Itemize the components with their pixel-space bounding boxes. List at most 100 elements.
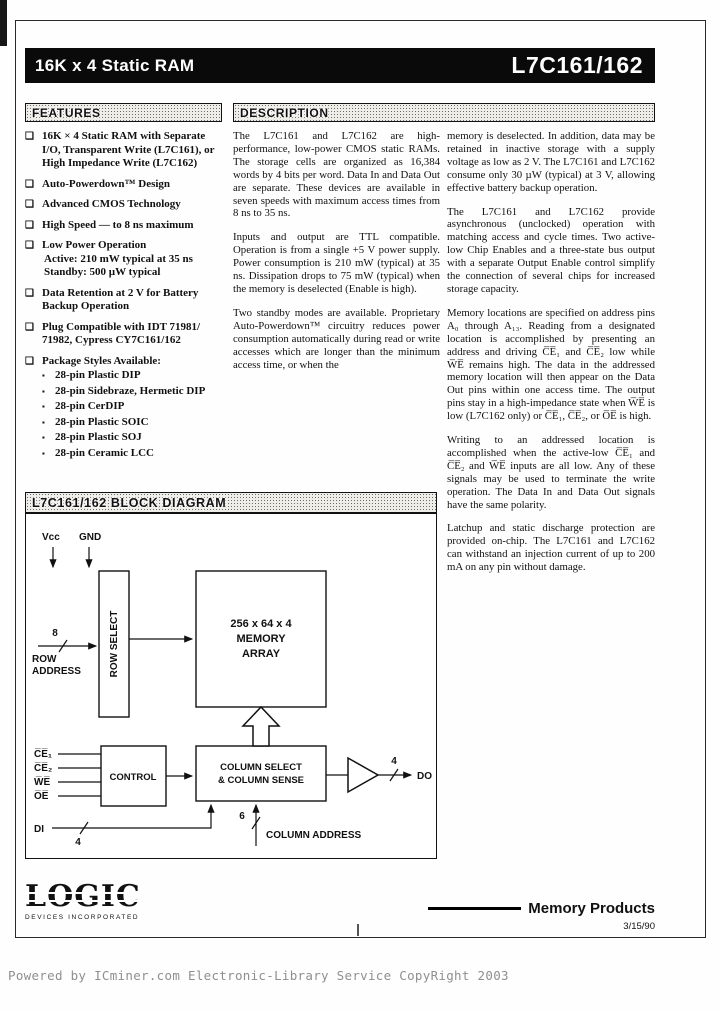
ce2-label: C̅E̅₂ (34, 762, 52, 774)
feature-text: Package Styles Available: (42, 354, 161, 367)
small-square-bullet-icon (42, 430, 50, 446)
di-label: DI (34, 824, 44, 835)
column-bus-width-label: 6 (239, 811, 245, 822)
block-diagram-header-label: L7C161/162 BLOCK DIAGRAM (32, 495, 227, 510)
bus-slash (58, 639, 68, 653)
feature-text: Advanced CMOS Technology (42, 198, 181, 210)
square-bullet-icon (25, 287, 37, 314)
description-paragraph: Writing to an addressed location is acco… (447, 434, 655, 511)
small-square-bullet-icon (42, 415, 50, 431)
feature-item: Advanced CMOS Technology (25, 198, 222, 212)
small-square-bullet-icon (42, 384, 50, 400)
feature-item: Package Styles Available: 28-pin Plastic… (25, 355, 222, 462)
square-bullet-icon (25, 355, 37, 462)
bus-slash (79, 821, 89, 835)
description-column-1: The L7C161 and L7C162 are high-performan… (233, 130, 440, 382)
column-select-label: & COLUMN SENSE (218, 775, 304, 786)
gnd-label: GND (79, 532, 101, 543)
do-label: DO (417, 771, 432, 782)
description-column-2: memory is deselected. In addition, data … (447, 130, 655, 585)
column-to-array-block-arrow (241, 705, 281, 747)
block-diagram-header: L7C161/162 BLOCK DIAGRAM (25, 492, 437, 513)
di-bus-width-label: 4 (75, 837, 81, 848)
division-label: Memory Products (528, 900, 655, 917)
memory-array-label: 256 x 64 x 4 (230, 618, 292, 630)
logo-subtitle: DEVICES INCORPORATED (25, 914, 140, 921)
memory-array-label: MEMORY (236, 633, 286, 645)
division-rule (428, 907, 522, 910)
feature-item: Data Retention at 2 V for Battery Backup… (25, 287, 222, 314)
scan-artifact (0, 0, 7, 46)
description-paragraph: The L7C161 and L7C162 provide asynchrono… (447, 205, 655, 295)
package-style-item: 28-pin Plastic SOIC (42, 415, 205, 431)
feature-item: Low Power Operation Active: 210 mW typic… (25, 239, 222, 280)
product-family-title: 16K x 4 Static RAM (35, 55, 195, 75)
feature-item: High Speed — to 8 ns maximum (25, 219, 222, 233)
feature-detail: Active: 210 mW typical at 35 ns (44, 252, 193, 265)
bus-slash (389, 768, 399, 782)
description-header-label: DESCRIPTION (240, 105, 329, 120)
feature-text: Low Power Operation (42, 239, 147, 251)
small-square-bullet-icon (42, 368, 50, 384)
feature-text: Data Retention at 2 V for Battery Backup… (42, 286, 199, 313)
output-buffer-triangle (347, 756, 380, 794)
square-bullet-icon (25, 321, 37, 348)
square-bullet-icon (25, 130, 37, 171)
square-bullet-icon (25, 219, 37, 233)
feature-text: 16K × 4 Static RAM with Separate I/O, Tr… (42, 130, 215, 169)
logo-text: LOGIC (25, 879, 141, 914)
division-banner: Memory Products (428, 900, 655, 917)
description-paragraph: Latchup and static discharge protection … (447, 522, 655, 574)
feature-text: Plug Compatible with IDT 71981/ 71982, C… (42, 320, 201, 347)
description-paragraph: Inputs and output are TTL compatible. Op… (233, 231, 440, 295)
column-select-label: COLUMN SELECT (220, 762, 302, 773)
page-border (15, 20, 706, 938)
package-style-item: 28-pin Ceramic LCC (42, 446, 205, 462)
features-header-label: FEATURES (32, 105, 101, 120)
description-paragraph: The L7C161 and L7C162 are high-performan… (233, 130, 440, 220)
bus-slash (251, 816, 261, 830)
revision-date: 3/15/90 (623, 921, 655, 932)
package-style-item: 28-pin CerDIP (42, 399, 205, 415)
square-bullet-icon (25, 178, 37, 192)
features-list: 16K × 4 Static RAM with Separate I/O, Tr… (25, 130, 222, 468)
package-style-item: 28-pin Plastic DIP (42, 368, 205, 384)
description-header: DESCRIPTION (233, 103, 655, 122)
row-select-box (98, 570, 130, 718)
feature-item: Plug Compatible with IDT 71981/ 71982, C… (25, 321, 222, 348)
column-select-box (195, 745, 327, 802)
feature-item: Auto-Powerdown™ Design (25, 178, 222, 192)
feature-detail: Standby: 500 µW typical (44, 266, 161, 278)
scan-copyright: Powered by ICminer.com Electronic-Librar… (8, 968, 509, 983)
feature-text: High Speed — to 8 ns maximum (42, 218, 194, 231)
block-diagram: Vcc GND ROW SELECT 256 x 64 x 4 MEMORY A… (25, 513, 437, 859)
logo-slice (23, 892, 143, 894)
title-bar: 16K x 4 Static RAM L7C161/162 (25, 48, 655, 83)
package-style-item: 28-pin Sidebraze, Hermetic DIP (42, 384, 205, 400)
vcc-label: Vcc (42, 532, 60, 543)
do-bus-width-label: 4 (391, 756, 397, 767)
oe-label: O̅E̅ (34, 790, 49, 802)
feature-item: 16K × 4 Static RAM with Separate I/O, Tr… (25, 130, 222, 171)
logic-logo: LOGIC DEVICES INCORPORATED (23, 879, 143, 921)
row-bus-width-label: 8 (52, 628, 58, 639)
square-bullet-icon (25, 198, 37, 212)
we-label: W̅E̅ (34, 776, 50, 788)
di-line (52, 803, 215, 829)
features-header: FEATURES (25, 103, 222, 122)
package-styles-list: 28-pin Plastic DIP 28-pin Sidebraze, Her… (42, 368, 205, 461)
small-square-bullet-icon (42, 446, 50, 462)
memory-array-label: ARRAY (242, 648, 281, 660)
row-address-label: ADDRESS (32, 666, 81, 677)
description-paragraph: Memory locations are specified on addres… (447, 306, 655, 423)
logo-slice (23, 900, 143, 902)
feature-text: Auto-Powerdown™ Design (42, 177, 171, 190)
package-style-item: 28-pin Plastic SOJ (42, 430, 205, 446)
block-diagram-svg: Vcc GND ROW SELECT 256 x 64 x 4 MEMORY A… (32, 532, 432, 848)
description-paragraph: Two standby modes are available. Proprie… (233, 306, 440, 371)
small-square-bullet-icon (42, 399, 50, 415)
scan-mark (357, 924, 359, 936)
row-select-label: ROW SELECT (109, 611, 120, 678)
column-address-label: COLUMN ADDRESS (266, 830, 362, 841)
